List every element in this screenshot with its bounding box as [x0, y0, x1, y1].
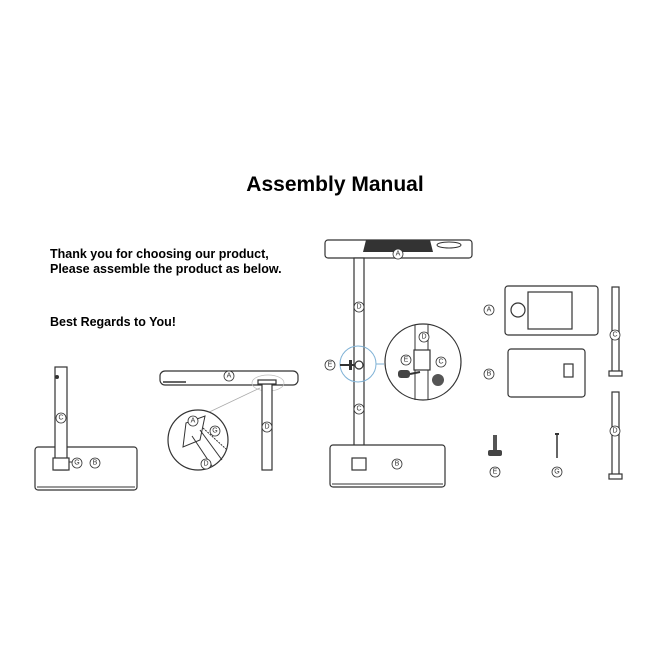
svg-text:B: B [487, 371, 492, 378]
label-c: C [435, 356, 447, 368]
intro-line-2: Please assemble the product as below. [50, 262, 282, 276]
label-g: G [71, 457, 83, 469]
svg-text:E: E [404, 357, 409, 364]
part-e-thumb-screw [488, 435, 502, 456]
part-a-top-view [504, 285, 599, 336]
svg-text:D: D [421, 334, 426, 341]
svg-text:A: A [487, 307, 492, 314]
label-a: A [223, 370, 235, 382]
label-c: C [55, 412, 67, 424]
step-1-base-with-pole-c [34, 366, 138, 491]
svg-text:G: G [74, 460, 79, 467]
label-g: G [209, 425, 221, 437]
part-g-screw [555, 433, 559, 458]
label-a: A [187, 415, 199, 427]
label-d: D [609, 425, 621, 437]
svg-text:C: C [438, 359, 443, 366]
svg-text:E: E [493, 469, 498, 476]
intro-line-1: Thank you for choosing our product, [50, 247, 269, 261]
svg-text:D: D [356, 304, 361, 311]
label-c: C [353, 403, 365, 415]
label-d: D [353, 301, 365, 313]
svg-text:C: C [356, 406, 361, 413]
part-b-base [507, 348, 586, 398]
svg-text:D: D [612, 428, 617, 435]
svg-text:A: A [227, 373, 232, 380]
label-b: B [89, 457, 101, 469]
label-e: E [489, 466, 501, 478]
svg-text:C: C [612, 332, 617, 339]
label-e: E [324, 359, 336, 371]
svg-text:D: D [203, 461, 208, 468]
svg-text:A: A [396, 251, 401, 258]
label-c: C [609, 329, 621, 341]
label-d: D [418, 331, 430, 343]
label-d: D [261, 421, 273, 433]
svg-text:A: A [191, 418, 196, 425]
label-d: D [200, 458, 212, 470]
label-a: A [483, 304, 495, 316]
svg-text:G: G [212, 428, 217, 435]
label-e: E [400, 354, 412, 366]
svg-text:C: C [58, 415, 63, 422]
svg-text:D: D [264, 424, 269, 431]
svg-text:B: B [93, 460, 98, 467]
label-b: B [483, 368, 495, 380]
svg-text:B: B [395, 461, 400, 468]
regards-text: Best Regards to You! [50, 315, 176, 329]
svg-text:G: G [554, 469, 559, 476]
label-a: A [392, 248, 404, 260]
intro-text: Thank you for choosing our product, Plea… [50, 247, 282, 277]
page-title: Assembly Manual [246, 173, 424, 196]
label-b: B [391, 458, 403, 470]
svg-text:E: E [328, 362, 333, 369]
step-2-arm-with-pole-d [159, 370, 299, 471]
step-3-assembled-product [324, 239, 473, 488]
label-g: G [551, 466, 563, 478]
